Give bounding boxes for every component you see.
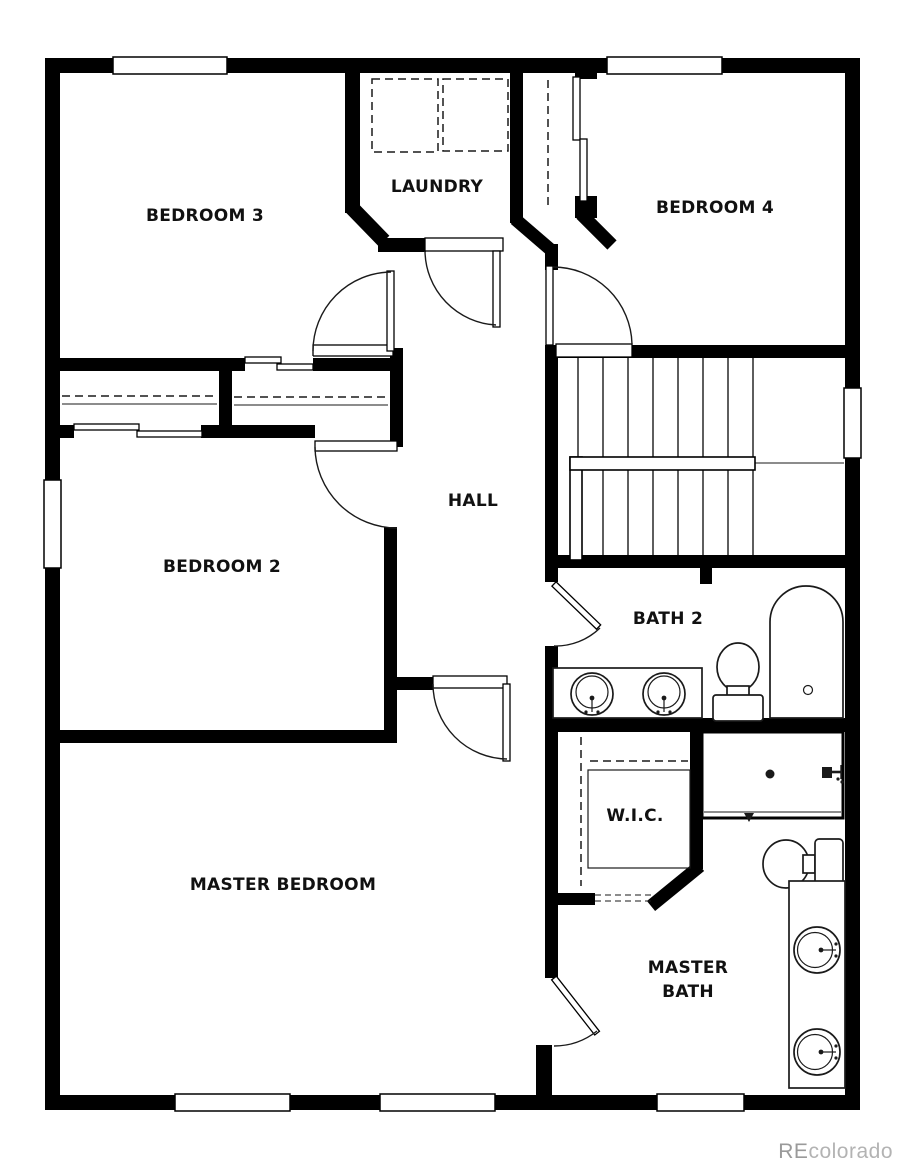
master-bedroom-door-threshold — [432, 675, 508, 689]
bedroom3-door-threshold — [312, 344, 394, 357]
label-master-bedroom: MASTER BEDROOM — [190, 875, 376, 895]
master-bedroom-door-swing — [432, 683, 508, 760]
master-bath-vanity — [788, 880, 846, 1089]
watermark: REcolorado — [778, 1140, 893, 1163]
window-master-bedroom-1 — [174, 1093, 291, 1112]
bedroom2-closet-sliding-door — [73, 423, 203, 439]
label-bedroom3: BEDROOM 3 — [146, 206, 264, 226]
label-laundry: LAUNDRY — [391, 177, 484, 197]
fixtures — [552, 585, 846, 1089]
shower — [700, 730, 845, 822]
bedroom2-door-threshold — [314, 440, 398, 452]
label-master-bath-line1: MASTER — [648, 958, 728, 978]
window-bedroom4 — [606, 56, 723, 75]
label-hall: HALL — [448, 491, 498, 511]
stair-treads-lower — [602, 470, 754, 555]
bedroom4-door-swing — [552, 266, 633, 345]
bath2-vanity — [552, 667, 703, 719]
bedroom3-door-swing — [312, 271, 392, 352]
laundry-door-panel — [492, 250, 501, 328]
bath2-door-swing — [553, 627, 601, 647]
master-bath-toilet — [762, 838, 844, 891]
shower-head-icon — [822, 765, 844, 784]
stair-railing — [569, 456, 756, 471]
stair-treads-upper — [577, 358, 754, 457]
laundry-door-swing — [424, 250, 497, 326]
window-bedroom3 — [112, 56, 228, 75]
master-bedroom-door-panel — [502, 683, 511, 762]
room-labels: BEDROOM 3 LAUNDRY BEDROOM 4 HALL BEDROOM… — [146, 177, 774, 1002]
windows — [43, 56, 862, 1112]
linen-closet-doors — [572, 76, 588, 202]
window-master-bedroom-2 — [379, 1093, 496, 1112]
bedroom2-closet-rod — [62, 395, 217, 405]
wic-shelving — [580, 737, 691, 886]
window-stairwell — [843, 387, 862, 459]
bedroom4-door-threshold — [555, 343, 633, 358]
master-bath-door-swing — [553, 1030, 598, 1047]
label-bedroom4: BEDROOM 4 — [656, 198, 774, 218]
doors — [73, 76, 655, 1047]
bedroom3-closet-rod — [234, 396, 388, 406]
bathtub-drain — [802, 684, 814, 696]
label-wic: W.I.C. — [606, 806, 663, 826]
master-bath-door-panel — [550, 975, 601, 1036]
window-bedroom2 — [43, 479, 62, 569]
label-bath2: BATH 2 — [633, 609, 703, 629]
label-bedroom2: BEDROOM 2 — [163, 557, 281, 577]
stair-railing-vertical — [569, 456, 583, 561]
window-master-bath — [656, 1093, 745, 1112]
bathtub — [769, 585, 844, 719]
storage-lines — [62, 78, 691, 886]
bath2-door-panel — [550, 580, 602, 631]
washer-icon — [371, 78, 439, 153]
staircase — [569, 358, 844, 561]
dryer-icon — [442, 78, 509, 152]
bedroom3-closet-sliding-door — [244, 356, 314, 372]
bedroom3-door-panel — [386, 270, 395, 352]
bedroom2-door-swing — [314, 446, 398, 529]
laundry-door-threshold — [424, 237, 504, 252]
wic-door — [595, 894, 655, 902]
bath2-toilet — [712, 642, 764, 722]
label-master-bath-line2: BATH — [662, 982, 714, 1002]
bedroom4-door-panel — [545, 265, 554, 346]
